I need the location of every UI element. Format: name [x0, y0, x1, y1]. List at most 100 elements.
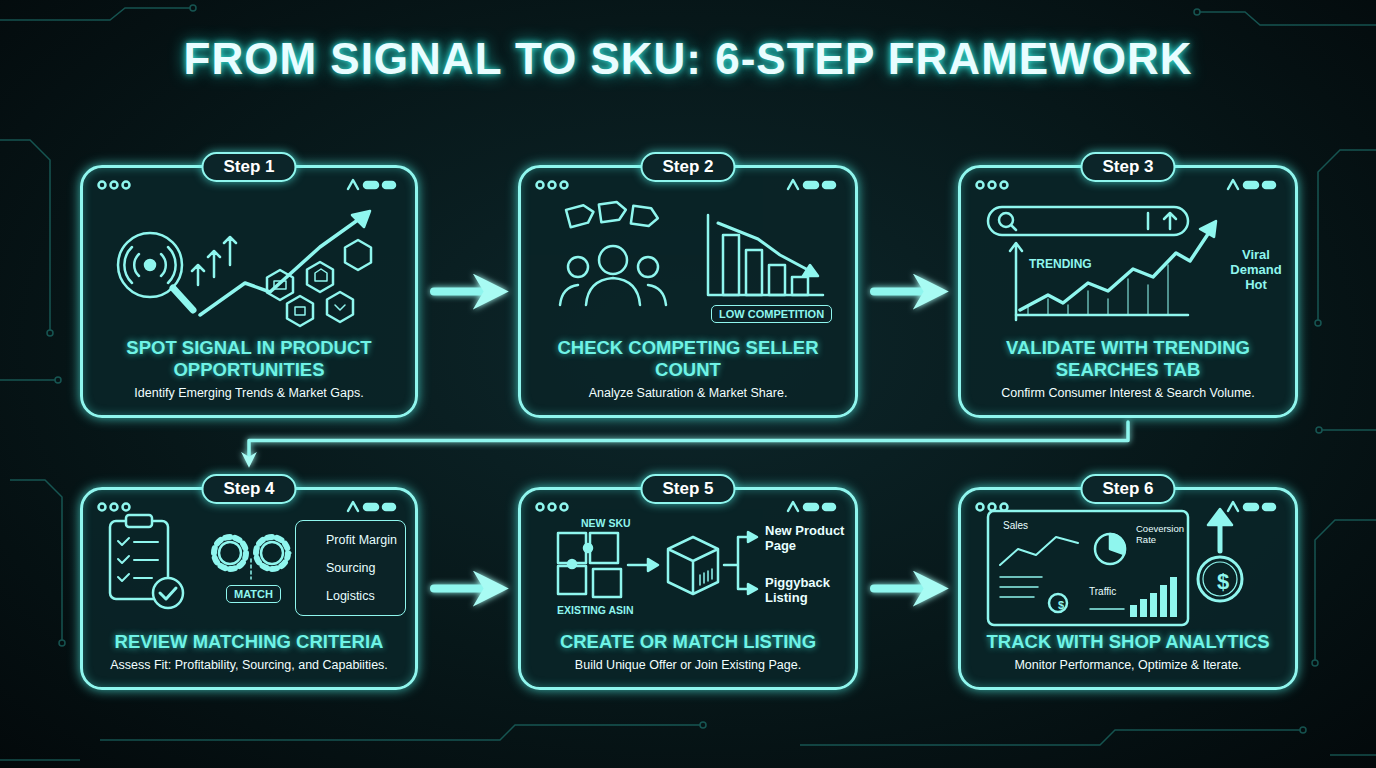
listing-icon	[748, 532, 757, 542]
signal-icon	[192, 237, 236, 285]
step-description: Confirm Consumer Interest & Search Volum…	[969, 385, 1287, 401]
analytics-icon	[1203, 562, 1237, 596]
analytics-icon	[977, 504, 1008, 511]
card-text: VALIDATE WITH TRENDING SEARCHES TABConfi…	[969, 337, 1287, 401]
circuit-lines	[59, 640, 65, 646]
signal-icon	[99, 180, 396, 326]
analytics-icon	[1130, 605, 1137, 617]
circuit-lines	[0, 8, 190, 20]
step-description: Analyze Saturation & Market Share.	[529, 385, 847, 401]
step-heading: REVIEW MATCHING CRITERIA	[91, 631, 407, 653]
card-grounds	[518, 165, 858, 418]
icon-label: TRENDING	[1029, 258, 1092, 272]
listing-icon	[558, 533, 621, 597]
competition-icon	[746, 250, 762, 295]
icon-label: Viral Demand Hot	[1225, 248, 1287, 293]
competition-icon	[788, 180, 835, 189]
listing-icon	[748, 584, 757, 594]
competition-icon	[631, 206, 659, 227]
criteria-icon	[348, 502, 395, 511]
competition-icon	[638, 257, 658, 277]
step-description: Identify Emerging Trends & Market Gaps.	[91, 385, 407, 401]
card-grounds	[80, 487, 418, 690]
analytics-icon	[1000, 537, 1078, 565]
tag-text: LOW COMPETITION	[712, 306, 831, 322]
analytics-icon	[1228, 502, 1275, 511]
criteria-icon	[261, 542, 283, 564]
step-pill: Step 6	[1080, 474, 1175, 504]
card-text: SPOT SIGNAL IN PRODUCT OPPORTUNITIES Iden…	[91, 337, 407, 401]
listing-icon	[584, 544, 592, 552]
step-pill: Step 3	[1080, 152, 1175, 182]
card-icons	[99, 180, 1276, 625]
circuit-lines	[55, 377, 61, 383]
circuit-lines	[0, 379, 55, 381]
step-card: Step 5CREATE OR MATCH LISTINGBuild Uniqu…	[518, 487, 858, 690]
icon-label: Traffic	[1089, 586, 1116, 598]
criteria-icon	[214, 537, 246, 569]
card-grounds	[958, 165, 1298, 418]
signal-icon	[327, 292, 353, 322]
step-pill: Step 5	[640, 474, 735, 504]
card-grounds	[80, 165, 418, 418]
analytics-icon	[1160, 585, 1167, 617]
criteria-icon	[99, 504, 130, 511]
signal-icon	[200, 217, 362, 315]
competition-icon	[537, 180, 836, 305]
trend-icon	[988, 207, 1188, 235]
analytics-icon	[1198, 557, 1242, 601]
step-pill: Step 1	[201, 152, 296, 182]
step-card: Step 4REVIEW MATCHING CRITERIAAssess Fit…	[80, 487, 418, 690]
circuit-lines	[47, 330, 53, 336]
criteria-icon	[219, 542, 241, 564]
listing-icon	[788, 502, 835, 511]
card-text: CREATE OR MATCH LISTINGBuild Unique Offe…	[529, 631, 847, 673]
step-pill: Step 2	[640, 152, 735, 182]
icon-label: Piggyback Listing	[765, 576, 853, 606]
circuit-lines	[0, 140, 50, 330]
trend-icon	[1028, 265, 1168, 315]
circuit-lines	[800, 730, 1300, 745]
signal-icon	[352, 211, 370, 227]
step-card: Step 3VALIDATE WITH TRENDING SEARCHES TA…	[958, 165, 1298, 418]
criteria-icon	[160, 588, 176, 599]
signal-icon	[307, 262, 333, 292]
listing-icon	[724, 537, 750, 589]
listing-icon	[668, 537, 718, 594]
step-card: Step 6TRACK WITH SHOP ANALYTICSMonitor P…	[958, 487, 1298, 690]
icon-label: Sales	[1003, 520, 1028, 532]
circuit-lines	[10, 480, 62, 640]
icon-label: Coeversion Rate	[1136, 524, 1188, 546]
competition-icon	[792, 277, 808, 295]
analytics-icon	[1000, 577, 1042, 597]
step-heading: SPOT SIGNAL IN PRODUCT OPPORTUNITIES	[91, 337, 407, 381]
card-text: CHECK COMPETING SELLER COUNTAnalyze Satu…	[529, 337, 847, 401]
card-text: TRACK WITH SHOP ANALYTICSMonitor Perform…	[969, 631, 1287, 673]
competition-icon	[568, 257, 588, 277]
criteria-item: Logistics	[296, 582, 405, 610]
card-text: REVIEW MATCHING CRITERIAAssess Fit: Prof…	[91, 631, 407, 673]
trend-icon	[1011, 225, 1016, 230]
competition-icon	[708, 215, 823, 295]
flow-arrow	[434, 288, 498, 296]
signal-icon	[99, 182, 130, 189]
listing-icon	[700, 569, 712, 585]
step-card: Step 1SPOT SIGNAL IN PRODUCT OPPORTUNITI…	[80, 165, 418, 418]
analytics-icon	[1049, 594, 1067, 612]
analytics-icon	[1218, 523, 1223, 551]
criteria-icon	[118, 538, 158, 581]
trend-icon	[977, 180, 1276, 320]
trend-icon	[1228, 180, 1275, 189]
criteria-icon	[256, 537, 288, 569]
listing-icon	[648, 559, 658, 571]
circuit-lines	[1194, 9, 1200, 15]
card-grounds	[518, 487, 858, 690]
analytics-icon	[1110, 534, 1125, 554]
trend-icon	[1200, 221, 1216, 237]
analytics-icon	[977, 502, 1276, 625]
competition-icon	[718, 223, 810, 271]
tag-box: LOW COMPETITION	[711, 305, 832, 323]
analytics-icon	[1170, 577, 1177, 617]
